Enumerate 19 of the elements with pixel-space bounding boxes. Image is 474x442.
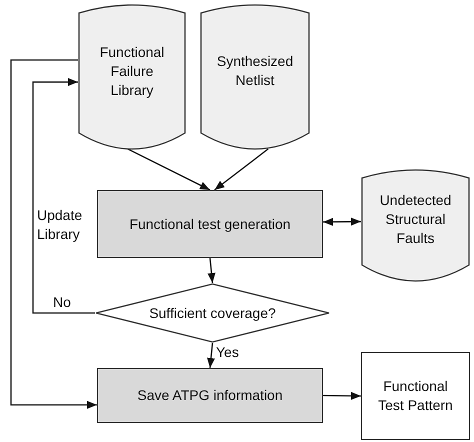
node-text: Synthesized Netlist bbox=[216, 52, 294, 90]
decision-diamond bbox=[95, 283, 330, 343]
arrow bbox=[214, 148, 269, 191]
arrow bbox=[323, 392, 361, 400]
arrow bbox=[127, 148, 210, 191]
arrow bbox=[208, 258, 216, 284]
arrow bbox=[10, 59, 97, 409]
arrow bbox=[32, 78, 95, 314]
node-text: Functional test generation bbox=[128, 214, 292, 234]
process-box bbox=[97, 190, 323, 258]
process-box bbox=[97, 368, 323, 423]
arrow bbox=[323, 218, 361, 226]
node-text: Save ATPG information bbox=[136, 386, 284, 405]
node-text: Functional Test Pattern bbox=[377, 377, 454, 415]
arrow bbox=[207, 342, 215, 368]
node-text: Sufficient coverage? bbox=[148, 304, 277, 322]
process-box bbox=[361, 352, 470, 440]
node-text: Functional Failure Library bbox=[98, 42, 166, 100]
node-text: Undetected Structural Faults bbox=[378, 191, 452, 248]
